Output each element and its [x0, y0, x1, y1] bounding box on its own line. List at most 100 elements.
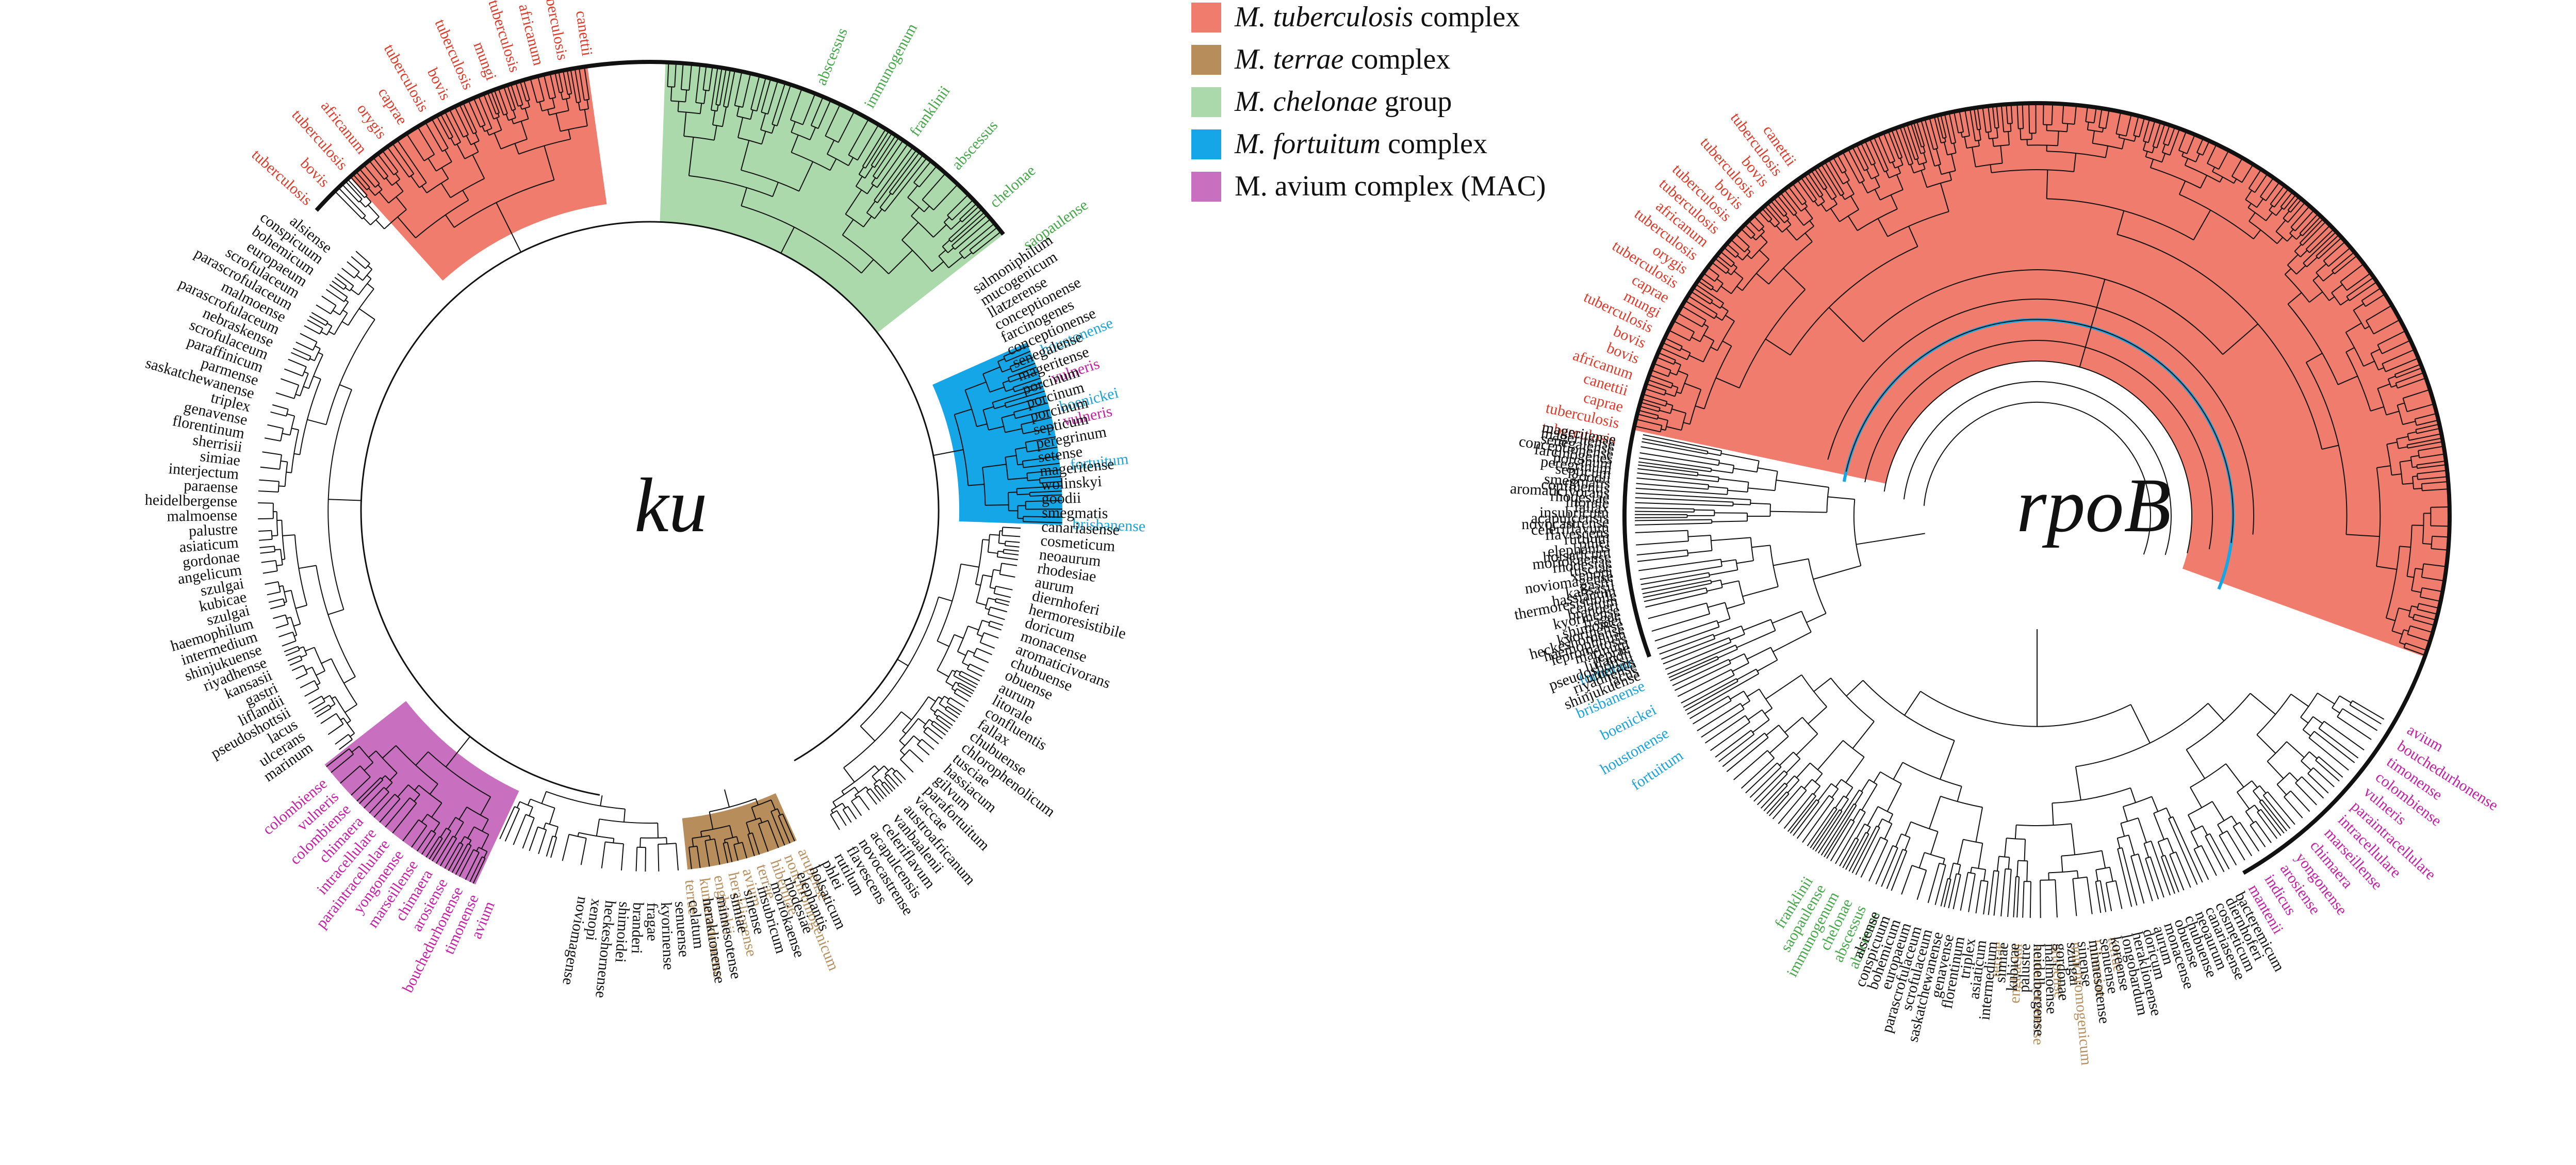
ku-chel-branch [740, 140, 750, 171]
ku-left-branch [356, 275, 363, 281]
rpob-left-branch [1643, 583, 1712, 598]
ku-tub-branch [520, 121, 528, 140]
ku-chel-branch [683, 112, 687, 137]
rpob-tub-branch [2008, 131, 2010, 145]
rpob-tub-branch [2074, 105, 2077, 124]
ku-tub-branch [368, 188, 375, 196]
rpob-left-branch [1637, 472, 1719, 482]
rpob-tub-branch [1817, 166, 1837, 197]
rpob-bottom-branch [2186, 693, 2251, 750]
ku-right-branch [855, 786, 866, 796]
rpob-tub-branch [1753, 215, 1764, 227]
rpob-bottom-branch [1957, 839, 1964, 864]
rpob-tub-branch [1658, 352, 1676, 361]
rpob-left-branch [1776, 480, 1829, 488]
tuberculosis-legend-swatch [1191, 3, 1221, 32]
rpob-bottom-branch [1910, 821, 1938, 832]
rpob-bottom-branch [1967, 872, 1976, 875]
ku-left-branch [314, 647, 325, 671]
ku-fort-branch [976, 423, 988, 428]
rpob-bottom-branch [2190, 763, 2226, 788]
rpob-tub-branch [2318, 237, 2342, 259]
rpob-left-branch [1635, 519, 1712, 521]
rpob-tub-branch [1720, 286, 1732, 294]
rpob-bottom-branch [1952, 874, 1961, 910]
rpob-tub-branch [2397, 378, 2426, 389]
ku-bottom-branch [513, 814, 527, 845]
ku-right-branch [951, 682, 956, 689]
ku-chel-branch [845, 189, 862, 215]
ku-left-branch [331, 696, 336, 699]
rpob-tub-branch [2305, 225, 2331, 250]
rpob-bottom-branch [2245, 811, 2254, 823]
rpob-bottom-branch [1742, 700, 1750, 707]
rpob-bottom-branch [1787, 795, 1816, 832]
ku-right-branch [988, 614, 1005, 620]
ku-tub-branch [408, 173, 414, 178]
rpob-tub-branch [1920, 120, 1935, 167]
rpob-left-branch [1642, 580, 1711, 595]
ku-chel-branch [750, 75, 760, 110]
rpob-left-branch [1667, 644, 1736, 675]
rpob-bottom-branch [1730, 691, 1744, 700]
ku-avium-branch [402, 819, 419, 842]
ku-right-branch [985, 608, 990, 611]
rpob-tub-branch [1809, 220, 1814, 227]
rpob-tub-branch [2275, 207, 2283, 216]
rpob-tub-branch [1722, 340, 1732, 347]
rpob-tub-branch [1658, 407, 1661, 412]
ku-avium-branch [351, 776, 371, 796]
rpob-bottom-branch [1764, 708, 1773, 714]
ku-tub-branch [555, 113, 561, 132]
rpob-tub-branch [2300, 250, 2308, 257]
ku-chel-branch [950, 220, 961, 230]
rpob-bottom-branch [1796, 795, 1830, 839]
ku-avium-branch [483, 851, 488, 858]
ku-avium-branch [466, 807, 489, 820]
rpob-left-branch [1770, 511, 1827, 513]
rpob-tub-branch [2338, 375, 2358, 385]
tuberculosis-legend-label: M. tuberculosis complex [1234, 1, 1520, 33]
rpob-tub-branch [2403, 643, 2406, 648]
ku-chel-branch [888, 250, 913, 274]
ku-terrae-branch [751, 807, 757, 820]
rpob-tub-branch [1634, 425, 1661, 433]
rpob-bottom-branch [1862, 680, 1955, 741]
rpob-bottom-branch [2167, 838, 2174, 854]
rpob-bottom-branch [1993, 871, 1999, 916]
rpob-bottom-branch [2318, 756, 2343, 778]
ku-right-branch [990, 587, 995, 589]
rpob-tub-branch [2212, 167, 2216, 172]
rpob-bottom-branch [1983, 869, 1987, 881]
ku-tub-branch [539, 102, 543, 111]
ku-right-branch [899, 750, 905, 756]
rpob-left-branch [1856, 533, 1925, 545]
ku-fort-branch [1006, 351, 1031, 362]
ku-fort-branch [1027, 469, 1061, 474]
ku-chel-branch [955, 218, 991, 250]
rpob-bottom-branch [2071, 824, 2076, 855]
rpob-left-branch [1677, 669, 1732, 697]
rpob-bottom-branch [2317, 693, 2335, 704]
ku-left-branch [279, 585, 283, 587]
ku-tub-branch [344, 181, 363, 200]
ku-right-branch [872, 765, 885, 777]
ku-chel-branch [688, 63, 693, 91]
ku-chel-branch [825, 104, 841, 137]
rpob-tub-branch [1755, 231, 1765, 241]
rpob-bottom-branch [1830, 821, 1855, 862]
ku-left-branch [279, 454, 282, 470]
rpob-bottom-branch [2209, 833, 2230, 869]
rpob-bottom-branch [1784, 717, 1803, 733]
ku-tub-branch [520, 105, 522, 110]
rpob-tub-branch [1768, 241, 1813, 285]
rpob-tub-branch [1647, 379, 1671, 389]
ku-tub-branch [445, 215, 455, 228]
rpob-bottom-branch [1861, 779, 1870, 792]
rpob-bottom-branch [1916, 870, 1927, 900]
rpob-nested-arc [1845, 319, 2234, 544]
ku-chel-branch [710, 67, 718, 110]
ku-tub-branch [397, 216, 416, 238]
rpob-left-branch [1648, 602, 1707, 619]
ku-terrae-branch [782, 813, 795, 842]
